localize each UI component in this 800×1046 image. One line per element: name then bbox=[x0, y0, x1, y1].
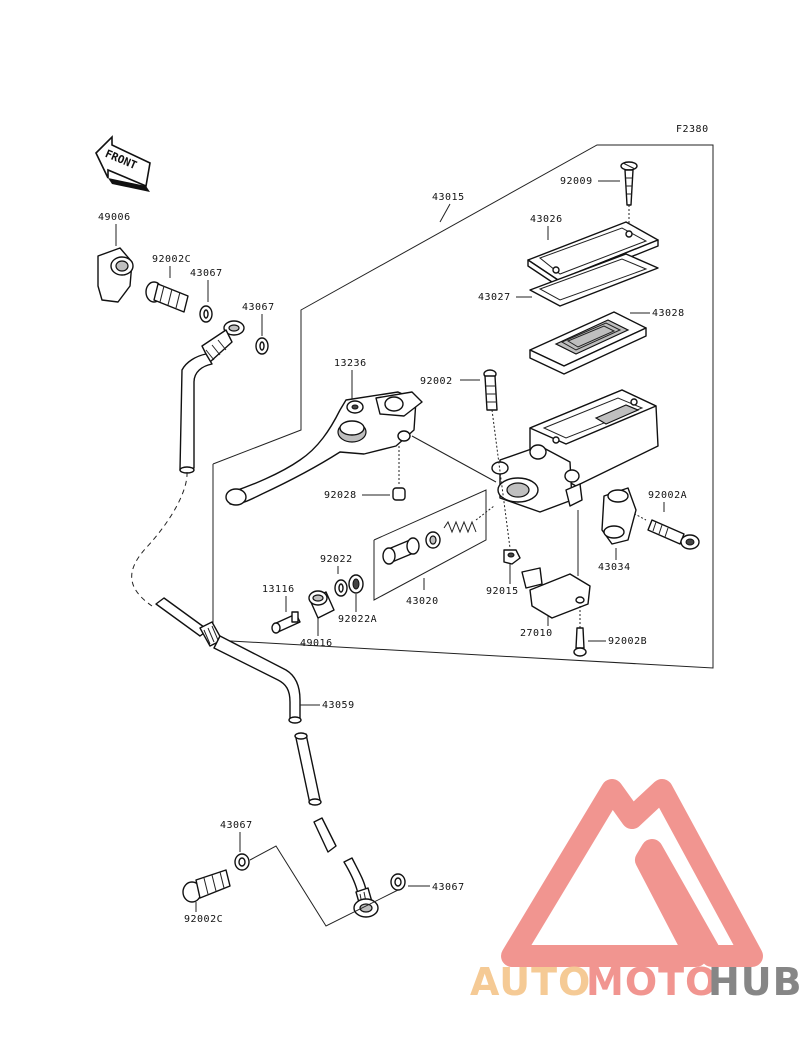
hose-fitting-top bbox=[201, 320, 245, 363]
label-43067-b: 43067 bbox=[242, 302, 275, 313]
nut-92015 bbox=[503, 549, 521, 565]
screw-92009 bbox=[620, 161, 638, 228]
brake-hose-lower bbox=[294, 732, 379, 918]
washer-43067-a bbox=[199, 305, 213, 323]
washer-92022 bbox=[334, 579, 348, 597]
brake-hose-43059 bbox=[155, 597, 302, 724]
label-43027: 43027 bbox=[478, 292, 511, 303]
washer-43067-c bbox=[234, 853, 250, 871]
bolt-92002 bbox=[483, 369, 511, 549]
gasket-43027 bbox=[529, 253, 659, 307]
washer-43067-b bbox=[255, 337, 269, 355]
label-92022a: 92022A bbox=[338, 614, 377, 625]
label-92009: 92009 bbox=[560, 176, 593, 187]
label-27010: 27010 bbox=[520, 628, 553, 639]
watermark-part1: AUTO bbox=[470, 960, 591, 1004]
master-cylinder-body bbox=[491, 389, 659, 513]
label-49006: 49006 bbox=[98, 212, 131, 223]
label-92022: 92022 bbox=[320, 554, 353, 565]
figure-code: F2380 bbox=[676, 124, 709, 135]
label-43034: 43034 bbox=[598, 562, 631, 573]
diaphragm-43028 bbox=[529, 311, 647, 375]
spring-43020 bbox=[443, 505, 495, 534]
label-13116: 13116 bbox=[262, 584, 295, 595]
banjo-bolt-92002c-top bbox=[145, 281, 189, 313]
washer-43067-d bbox=[390, 873, 406, 891]
boot-49016 bbox=[308, 590, 335, 619]
banjo-bolt-92002c-bottom bbox=[182, 869, 231, 903]
label-43067-a: 43067 bbox=[190, 268, 223, 279]
label-43015: 43015 bbox=[432, 192, 465, 203]
pin-13116 bbox=[271, 611, 301, 634]
label-49016: 49016 bbox=[300, 638, 333, 649]
label-92002c-top: 92002C bbox=[152, 254, 191, 265]
label-92002c-bottom: 92002C bbox=[184, 914, 223, 925]
watermark-part2: MOTO bbox=[586, 960, 718, 1004]
automotohub-logo: AUTO MOTO HUB bbox=[470, 779, 800, 1004]
label-92002: 92002 bbox=[420, 376, 453, 387]
label-13236: 13236 bbox=[334, 358, 367, 369]
piston-43020 bbox=[382, 537, 420, 565]
label-43028: 43028 bbox=[652, 308, 685, 319]
screw-92002b bbox=[573, 606, 587, 657]
lever-13236 bbox=[225, 391, 423, 506]
label-43067-d: 43067 bbox=[432, 882, 465, 893]
cap-49006 bbox=[97, 247, 134, 303]
brake-hose-upper bbox=[179, 353, 213, 474]
watermark-part3: HUB bbox=[708, 960, 800, 1004]
cup-43020 bbox=[425, 531, 441, 549]
bushing-92028 bbox=[392, 446, 406, 501]
label-92028: 92028 bbox=[324, 490, 357, 501]
clamp-43034 bbox=[601, 487, 637, 545]
label-92002b: 92002B bbox=[608, 636, 647, 647]
hose-hidden-path bbox=[131, 471, 188, 607]
label-92002a: 92002A bbox=[648, 490, 687, 501]
label-43067-c: 43067 bbox=[220, 820, 253, 831]
label-43020: 43020 bbox=[406, 596, 439, 607]
label-92015: 92015 bbox=[486, 586, 519, 597]
washer-92022a bbox=[348, 574, 364, 594]
front-arrow-icon: FRONT bbox=[95, 135, 151, 192]
label-43026: 43026 bbox=[530, 214, 563, 225]
assembly-boundary bbox=[212, 144, 714, 669]
switch-27010 bbox=[521, 510, 591, 619]
label-43059: 43059 bbox=[322, 700, 355, 711]
